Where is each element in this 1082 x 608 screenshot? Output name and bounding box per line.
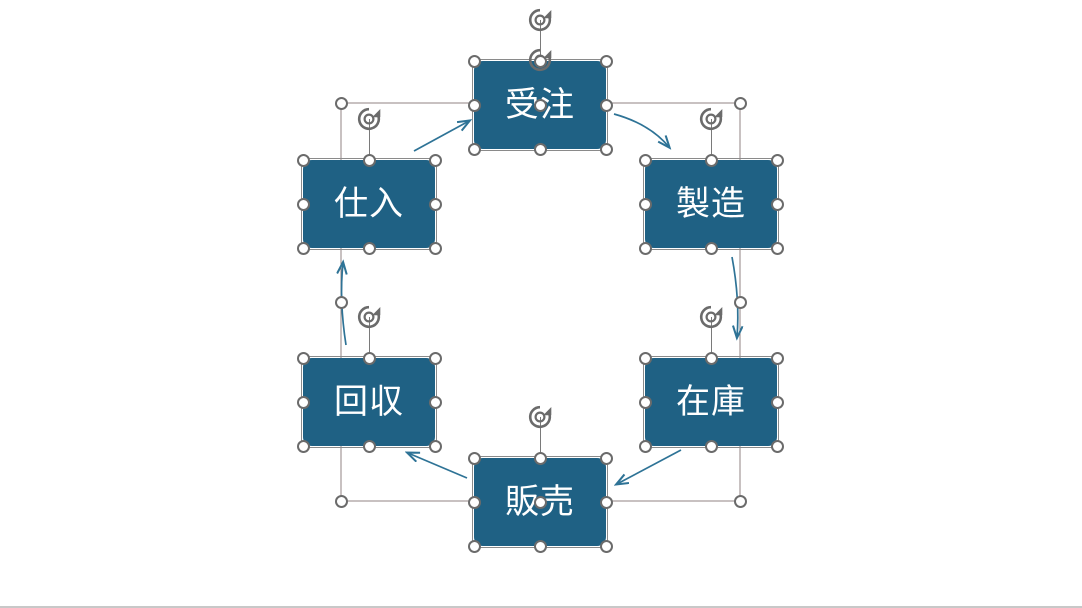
handle-juchu-br[interactable] [599, 142, 613, 156]
handle-juchu-tl[interactable] [467, 54, 481, 68]
handle-shiire-br[interactable] [428, 241, 442, 255]
group-handle-mid-right[interactable] [733, 295, 747, 309]
handle-juchu-tc[interactable] [533, 54, 547, 68]
handle-hanbai-br[interactable] [599, 539, 613, 553]
handle-hanbai-tc[interactable] [533, 451, 547, 465]
handle-juchu-bc[interactable] [533, 142, 547, 156]
handle-juchu-mr[interactable] [599, 98, 613, 112]
shape-seizo[interactable]: 製造 [645, 160, 777, 248]
handle-kaishu-bc[interactable] [362, 439, 376, 453]
handle-seizo-bc[interactable] [704, 241, 718, 255]
handle-zaiko-tl[interactable] [638, 351, 652, 365]
handle-kaishu-bl[interactable] [296, 439, 310, 453]
rotate-stem-zaiko [711, 317, 712, 357]
rotate-stem-shiire [369, 119, 370, 159]
rotate-icon-juchu-outer[interactable] [527, 7, 553, 33]
group-handle-bottom-right[interactable] [733, 494, 747, 508]
handle-kaishu-tr[interactable] [428, 351, 442, 365]
handle-zaiko-mr[interactable] [770, 395, 784, 409]
handle-hanbai-ml[interactable] [467, 495, 481, 509]
rotate-icon-hanbai[interactable] [527, 404, 553, 430]
handle-shiire-bc[interactable] [362, 241, 376, 255]
shape-kaishu[interactable]: 回収 [303, 358, 435, 446]
handle-shiire-ml[interactable] [296, 197, 310, 211]
handle-shiire-bl[interactable] [296, 241, 310, 255]
handle-zaiko-ml[interactable] [638, 395, 652, 409]
handle-zaiko-br[interactable] [770, 439, 784, 453]
handle-hanbai-mr[interactable] [599, 495, 613, 509]
handle-zaiko-bl[interactable] [638, 439, 652, 453]
rotate-stem-hanbai [540, 417, 541, 457]
handle-seizo-bl[interactable] [638, 241, 652, 255]
shape-label-zaiko: 在庫 [676, 383, 746, 421]
rotate-icon-kaishu[interactable] [356, 304, 382, 330]
rotate-icon-zaiko[interactable] [698, 304, 724, 330]
rotate-icon-seizo[interactable] [698, 106, 724, 132]
shape-label-shiire: 仕入 [334, 185, 404, 223]
handle-zaiko-tr[interactable] [770, 351, 784, 365]
handle-seizo-tr[interactable] [770, 153, 784, 167]
connector-shiire-to-juchu [413, 121, 469, 152]
handle-zaiko-bc[interactable] [704, 439, 718, 453]
rotate-stem-seizo [711, 119, 712, 159]
handle-kaishu-ml[interactable] [296, 395, 310, 409]
group-handle-mid-left[interactable] [334, 295, 348, 309]
rotate-stem-kaishu [369, 317, 370, 357]
shape-label-kaishu: 回収 [334, 383, 404, 421]
handle-seizo-tc[interactable] [704, 153, 718, 167]
shape-label-seizo: 製造 [676, 185, 746, 223]
handle-kaishu-tc[interactable] [362, 351, 376, 365]
handle-shiire-mr[interactable] [428, 197, 442, 211]
handle-seizo-mr[interactable] [770, 197, 784, 211]
handle-hanbai-bc[interactable] [533, 539, 547, 553]
handle-shiire-tr[interactable] [428, 153, 442, 167]
shape-zaiko[interactable]: 在庫 [645, 358, 777, 446]
shape-shiire[interactable]: 仕入 [303, 160, 435, 248]
handle-hanbai-tl[interactable] [467, 451, 481, 465]
handle-shiire-tl[interactable] [296, 153, 310, 167]
handle-juchu-ml[interactable] [467, 98, 481, 112]
handle-seizo-tl[interactable] [638, 153, 652, 167]
handle-hanbai-bl[interactable] [467, 539, 481, 553]
rotate-stem-juchu [540, 20, 541, 60]
group-handle-top-left[interactable] [334, 96, 348, 110]
group-handle-bottom-left[interactable] [334, 494, 348, 508]
rotate-icon-shiire[interactable] [356, 106, 382, 132]
handle-hanbai-center[interactable] [533, 495, 547, 509]
handle-juchu-bl[interactable] [467, 142, 481, 156]
handle-zaiko-tc[interactable] [704, 351, 718, 365]
handle-seizo-br[interactable] [770, 241, 784, 255]
handle-juchu-center[interactable] [533, 98, 547, 112]
handle-kaishu-br[interactable] [428, 439, 442, 453]
connector-juchu-to-seizo [613, 113, 669, 147]
connector-zaiko-to-hanbai [617, 449, 682, 484]
handle-seizo-ml[interactable] [638, 197, 652, 211]
handle-juchu-tr[interactable] [599, 54, 613, 68]
handle-kaishu-mr[interactable] [428, 395, 442, 409]
handle-hanbai-tr[interactable] [599, 451, 613, 465]
group-handle-top-right[interactable] [733, 96, 747, 110]
connector-hanbai-to-kaishu [408, 453, 468, 479]
handle-kaishu-tl[interactable] [296, 351, 310, 365]
handle-shiire-tc[interactable] [362, 153, 376, 167]
